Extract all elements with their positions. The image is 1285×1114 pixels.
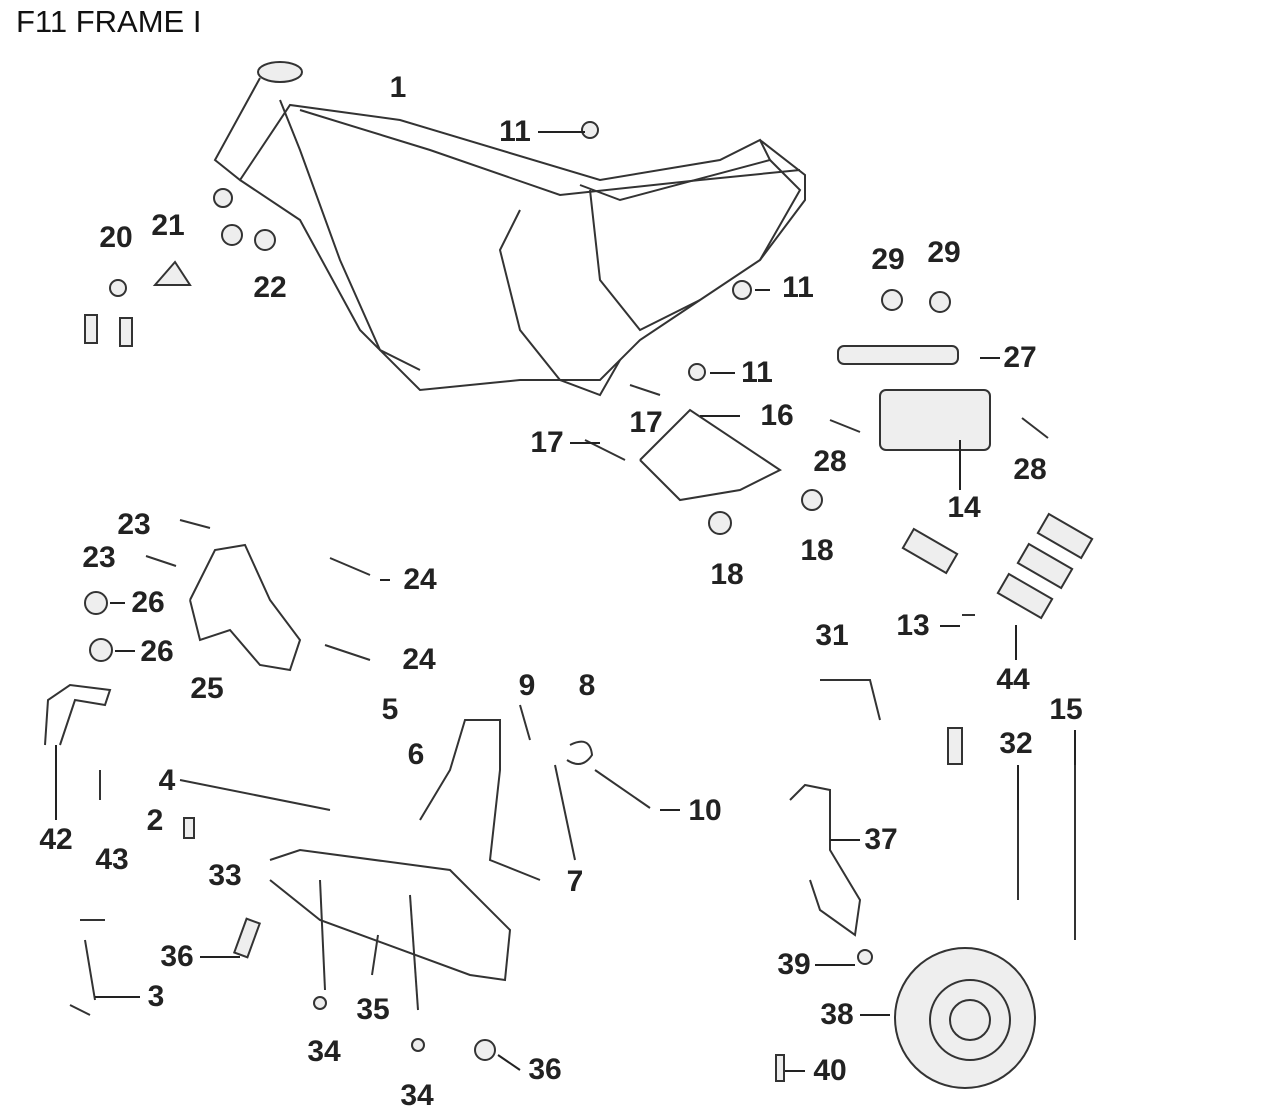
callout-40: 40 <box>813 1054 847 1087</box>
callout-44: 44 <box>996 663 1030 696</box>
callout-26: 26 <box>131 586 165 619</box>
callout-27: 27 <box>1003 341 1037 374</box>
callout-11: 11 <box>499 115 531 148</box>
callout-14: 14 <box>947 491 981 524</box>
callout-6: 6 <box>407 738 425 771</box>
callout-20: 20 <box>99 221 133 254</box>
callout-7: 7 <box>566 865 584 898</box>
page-title: F11 FRAME I <box>16 4 202 39</box>
frame-part-1 <box>213 61 806 397</box>
callout-11: 11 <box>782 271 814 304</box>
callout-34: 34 <box>307 1035 341 1068</box>
callout-9: 9 <box>518 669 536 702</box>
callout-18: 18 <box>710 558 744 591</box>
callout-17: 17 <box>530 426 564 459</box>
callout-11: 11 <box>741 356 773 389</box>
callout-1: 1 <box>389 71 407 104</box>
callout-4: 4 <box>158 764 176 797</box>
callout-23: 23 <box>82 541 116 574</box>
callout-24: 24 <box>402 643 436 676</box>
callout-35: 35 <box>356 993 390 1026</box>
callout-13: 13 <box>896 609 930 642</box>
callout-28: 28 <box>813 445 847 478</box>
callout-26: 26 <box>140 635 174 668</box>
callout-36: 36 <box>160 940 194 973</box>
callout-21: 21 <box>151 209 185 242</box>
callout-32: 32 <box>999 727 1033 760</box>
callout-43: 43 <box>95 843 129 876</box>
callout-36: 36 <box>528 1053 562 1086</box>
callout-34: 34 <box>400 1079 434 1112</box>
callout-18: 18 <box>800 534 834 567</box>
callout-33: 33 <box>208 859 242 892</box>
callout-3: 3 <box>147 980 165 1013</box>
callout-39: 39 <box>777 948 811 981</box>
callout-29: 29 <box>927 236 961 269</box>
callout-42: 42 <box>39 823 73 856</box>
callout-31: 31 <box>815 619 849 652</box>
callout-2: 2 <box>146 804 164 837</box>
callout-24: 24 <box>403 563 437 596</box>
callout-28: 28 <box>1013 453 1047 486</box>
callout-37: 37 <box>864 823 898 856</box>
callout-25: 25 <box>190 672 224 705</box>
callout-22: 22 <box>253 271 287 304</box>
callout-17: 17 <box>629 406 663 439</box>
callout-15: 15 <box>1049 693 1083 726</box>
callout-10: 10 <box>688 794 722 827</box>
callout-16: 16 <box>760 399 794 432</box>
callout-23: 23 <box>117 508 151 541</box>
callout-5: 5 <box>381 693 399 726</box>
callout-38: 38 <box>820 998 854 1031</box>
nuts-and-bolts <box>44 121 1094 1089</box>
callout-8: 8 <box>578 669 596 702</box>
callout-29: 29 <box>871 243 905 276</box>
leader-lines <box>55 131 1076 1072</box>
